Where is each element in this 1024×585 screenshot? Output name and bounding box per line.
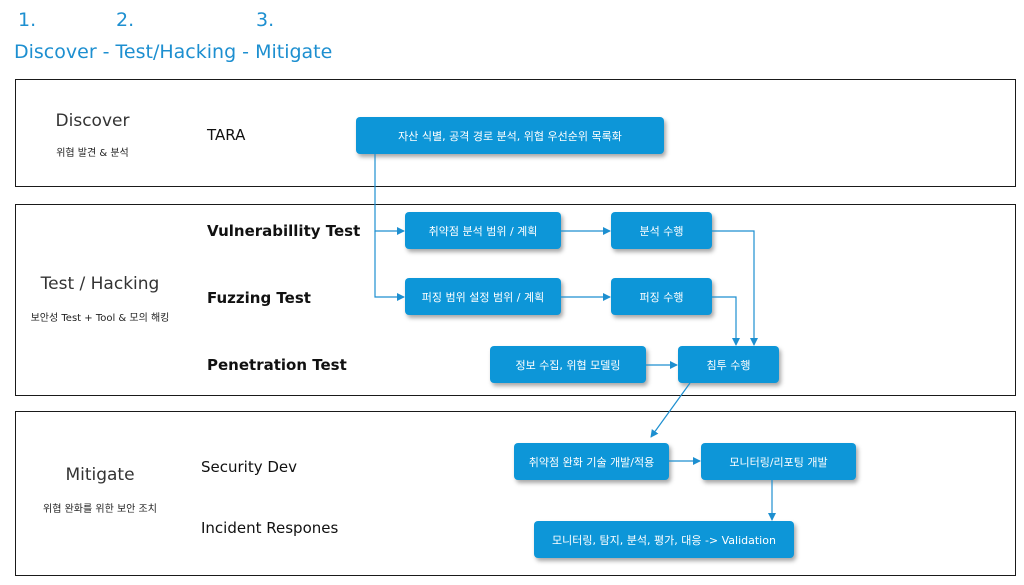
box-tara: 자산 식별, 공격 경로 분석, 위협 우선순위 목록화 bbox=[356, 117, 664, 154]
box-vulnerability-plan: 취약점 분석 범위 / 계획 bbox=[405, 212, 561, 249]
box-mitigation-tech: 취약점 완화 기술 개발/적용 bbox=[514, 443, 669, 480]
row-label-vulnerability-test: Vulnerabillity Test bbox=[207, 222, 361, 240]
box-info-gathering: 정보 수집, 위협 모델링 bbox=[490, 346, 646, 383]
row-label-fuzzing-test: Fuzzing Test bbox=[207, 289, 311, 307]
mitigate-subtitle: 위협 완화를 위한 보안 조치 bbox=[43, 504, 157, 515]
row-label-incident-response: Incident Respones bbox=[201, 519, 339, 537]
box-analysis-exec: 분석 수행 bbox=[611, 212, 712, 249]
mitigate-title: Mitigate bbox=[65, 465, 135, 485]
row-label-penetration-test: Penetration Test bbox=[207, 356, 347, 374]
test-subtitle: 보안성 Test + Tool & 모의 해킹 bbox=[30, 313, 170, 324]
step-number-1: 1. bbox=[18, 9, 37, 31]
row-label-security-dev: Security Dev bbox=[201, 458, 298, 476]
step-number-2: 2. bbox=[116, 9, 135, 31]
discover-subtitle: 위협 발견 & 분석 bbox=[56, 148, 129, 159]
box-fuzzing-exec: 퍼징 수행 bbox=[611, 278, 712, 315]
box-monitoring-dev: 모니터링/리포팅 개발 bbox=[701, 443, 856, 480]
row-label-tara: TARA bbox=[207, 126, 246, 144]
discover-title: Discover bbox=[55, 111, 130, 131]
mitigate-panel bbox=[15, 411, 1016, 576]
box-penetration-exec: 침투 수행 bbox=[678, 346, 779, 383]
page-title: Discover - Test/Hacking - Mitigate bbox=[14, 41, 333, 63]
box-monitoring-validation: 모니터링, 탐지, 분석, 평가, 대응 -> Validation bbox=[534, 521, 794, 558]
box-fuzzing-plan: 퍼징 범위 설정 범위 / 계획 bbox=[405, 278, 561, 315]
step-number-3: 3. bbox=[256, 9, 275, 31]
test-title: Test / Hacking bbox=[40, 274, 160, 294]
